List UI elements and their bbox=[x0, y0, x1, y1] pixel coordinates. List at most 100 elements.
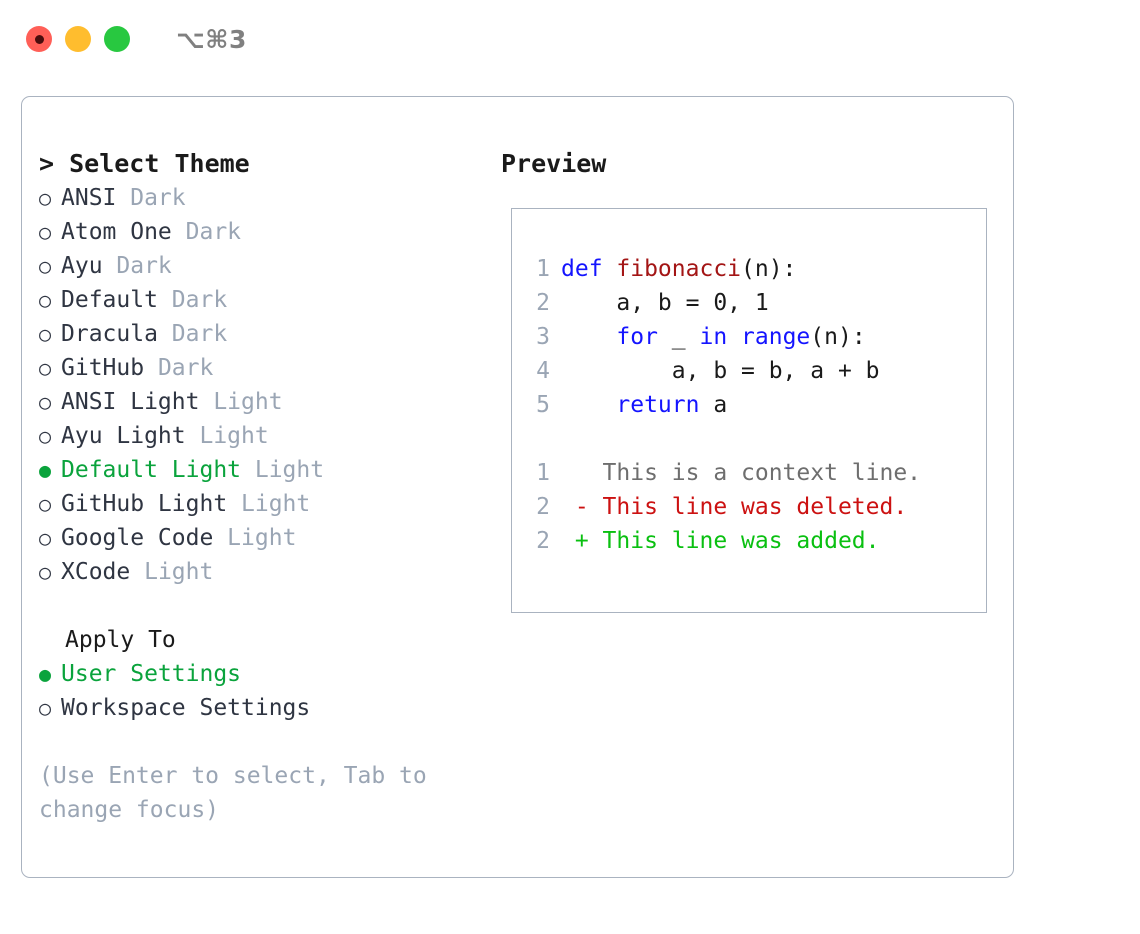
code-token: a, b = 0, 1 bbox=[561, 290, 769, 316]
radio-unselected-icon: ○ bbox=[39, 356, 52, 380]
theme-variant-tag: Dark bbox=[116, 185, 186, 211]
theme-name-label: Dracula bbox=[61, 321, 158, 347]
preview-header: Preview bbox=[501, 149, 607, 178]
apply-to-label: User Settings bbox=[61, 661, 242, 687]
line-number: 2 bbox=[536, 494, 550, 520]
code-text: for _ in range(n): bbox=[561, 320, 866, 354]
code-text: + This line was added. bbox=[561, 524, 880, 558]
theme-selector-column: > Select Theme ○ANSI Dark○Atom One Dark○… bbox=[39, 147, 509, 827]
theme-list-item[interactable]: ●Default Light Light bbox=[39, 453, 509, 487]
code-text: a, b = 0, 1 bbox=[561, 286, 769, 320]
radio-unselected-icon: ○ bbox=[39, 492, 52, 516]
theme-variant-tag: Light bbox=[241, 457, 325, 483]
theme-name-label: XCode bbox=[61, 559, 131, 585]
radio-unselected-icon: ○ bbox=[39, 288, 52, 312]
theme-list-item[interactable]: ○ Atom One Dark bbox=[39, 215, 509, 249]
code-text: return a bbox=[561, 388, 727, 422]
apply-to-header: Apply To bbox=[65, 627, 176, 653]
theme-variant-tag: Dark bbox=[157, 321, 228, 347]
code-line: 2 a, b = 0, 1 bbox=[524, 286, 982, 320]
code-token: a, b = b, a + b bbox=[561, 358, 880, 384]
radio-unselected-icon: ○ bbox=[39, 390, 52, 414]
line-number: 4 bbox=[536, 358, 550, 384]
code-line: 3 for _ in range(n): bbox=[524, 320, 982, 354]
apply-to-label: Workspace Settings bbox=[61, 695, 311, 721]
theme-list-item[interactable]: ○Ayu Dark bbox=[39, 249, 509, 283]
code-token: return bbox=[616, 392, 700, 418]
theme-list-item[interactable]: ○XCode Light bbox=[39, 555, 509, 589]
radio-unselected-icon: ○ bbox=[39, 220, 52, 244]
code-line: 5 return a bbox=[524, 388, 982, 422]
code-token: + This line was added. bbox=[561, 528, 880, 554]
apply-to-list: ● User Settings ○ Workspace Settings bbox=[39, 657, 509, 725]
code-line: 4 a, b = b, a + b bbox=[524, 354, 982, 388]
radio-unselected-icon: ○ bbox=[39, 526, 52, 550]
theme-list-item[interactable]: ○ Default Dark bbox=[39, 283, 509, 317]
code-token: - This line was deleted. bbox=[561, 494, 908, 520]
theme-name-label: Default Light bbox=[61, 457, 242, 483]
theme-name-label: GitHub bbox=[61, 355, 145, 381]
title-bar: ⌥⌘3 bbox=[0, 0, 1140, 78]
code-token bbox=[727, 324, 741, 350]
line-number: 2 bbox=[536, 528, 550, 554]
theme-variant-tag: Dark bbox=[157, 287, 228, 313]
code-text: - This line was deleted. bbox=[561, 490, 907, 524]
line-number: 1 bbox=[536, 256, 550, 282]
theme-variant-tag: Light bbox=[213, 525, 297, 551]
theme-list-item[interactable]: ○Dracula Dark bbox=[39, 317, 509, 351]
apply-to-item[interactable]: ○ Workspace Settings bbox=[39, 691, 509, 725]
code-token: (n): bbox=[741, 256, 797, 282]
theme-name-label: GitHub Light bbox=[61, 491, 228, 517]
radio-unselected-icon: ○ bbox=[39, 424, 52, 448]
code-token: (n): bbox=[810, 324, 866, 350]
theme-list: ○ANSI Dark○Atom One Dark○Ayu Dark○Defaul… bbox=[39, 181, 509, 589]
code-text: def fibonacci(n): bbox=[561, 252, 796, 286]
recording-dot-icon bbox=[34, 34, 44, 44]
theme-name-label: Default bbox=[61, 287, 158, 313]
theme-name-label: Atom One bbox=[61, 219, 172, 245]
code-token: def bbox=[561, 256, 617, 282]
theme-list-item[interactable]: ○ ANSI Dark bbox=[39, 181, 509, 215]
line-number: 2 bbox=[536, 290, 550, 316]
theme-variant-tag: Dark bbox=[144, 355, 214, 381]
theme-list-item[interactable]: ○GitHub Light Light bbox=[39, 487, 509, 521]
code-token bbox=[561, 324, 616, 350]
code-blank-line bbox=[524, 422, 982, 456]
theme-variant-tag: Dark bbox=[102, 253, 172, 279]
traffic-lights bbox=[26, 26, 130, 52]
theme-name-label: ANSI Light bbox=[61, 389, 200, 415]
maximize-button[interactable] bbox=[104, 26, 130, 52]
code-token: This is a context line. bbox=[561, 460, 922, 486]
window-title: ⌥⌘3 bbox=[176, 24, 247, 54]
line-number: 5 bbox=[536, 392, 550, 418]
theme-variant-tag: Dark bbox=[171, 219, 242, 245]
close-button[interactable] bbox=[26, 26, 52, 52]
radio-unselected-icon: ○ bbox=[39, 186, 52, 210]
keyboard-hint: (Use Enter to select, Tab to change focu… bbox=[39, 763, 441, 823]
main-panel: > Select Theme ○ANSI Dark○Atom One Dark○… bbox=[21, 96, 1014, 878]
code-token: in bbox=[699, 324, 728, 350]
minimize-button[interactable] bbox=[65, 26, 91, 52]
diff-line: 1 This is a context line. bbox=[524, 456, 982, 490]
code-line: 1 def fibonacci(n): bbox=[524, 252, 982, 286]
theme-list-item[interactable]: ○ Google Code Light bbox=[39, 521, 509, 555]
code-token: fibonacci bbox=[616, 256, 742, 282]
line-number: 1 bbox=[536, 460, 550, 486]
theme-list-item[interactable]: ○ANSI Light Light bbox=[39, 385, 509, 419]
theme-list-item[interactable]: ○ GitHub Dark bbox=[39, 351, 509, 385]
theme-variant-tag: Light bbox=[130, 559, 214, 585]
radio-selected-icon: ● bbox=[39, 662, 52, 686]
theme-list-item[interactable]: ○ Ayu Light Light bbox=[39, 419, 509, 453]
radio-unselected-icon: ○ bbox=[39, 696, 52, 720]
theme-variant-tag: Light bbox=[185, 423, 269, 449]
theme-name-label: ANSI bbox=[61, 185, 117, 211]
code-token: for bbox=[616, 324, 658, 350]
section-spacer bbox=[39, 589, 509, 623]
apply-to-item[interactable]: ● User Settings bbox=[39, 657, 509, 691]
diff-line: 2 - This line was deleted. bbox=[524, 490, 982, 524]
theme-name-label: Google Code bbox=[61, 525, 214, 551]
theme-name-label: Ayu Light bbox=[61, 423, 186, 449]
